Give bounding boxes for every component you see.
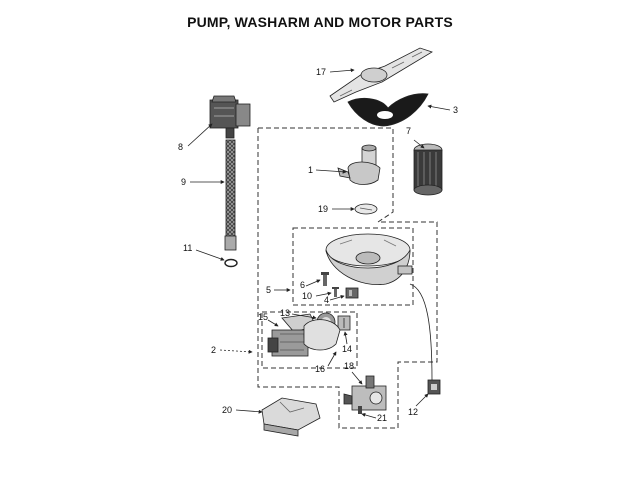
callout-6: 6	[300, 280, 305, 290]
callout-14: 14	[342, 344, 352, 354]
leader-16	[327, 351, 337, 367]
filter-plate-part[interactable]	[347, 93, 429, 127]
diverter-part[interactable]	[337, 315, 351, 331]
sensor-part[interactable]	[345, 287, 359, 299]
leader-12	[415, 393, 429, 407]
callout-8: 8	[178, 142, 183, 152]
callout-9: 9	[181, 177, 186, 187]
motor-part[interactable]	[209, 95, 251, 139]
pump-assembly-outline	[257, 127, 438, 429]
leader-2	[219, 349, 253, 354]
harness-connector-part[interactable]	[409, 283, 441, 395]
leader-11	[195, 249, 225, 261]
screw-part[interactable]	[321, 272, 329, 286]
leader-10	[315, 291, 332, 297]
leader-3	[427, 104, 451, 111]
seal-part[interactable]	[354, 203, 378, 215]
leader-21	[361, 412, 377, 419]
callout-16: 16	[315, 364, 325, 374]
callout-2: 2	[211, 345, 216, 355]
callout-13: 13	[280, 308, 290, 318]
leader-4	[329, 294, 345, 301]
callout-5: 5	[266, 285, 271, 295]
callout-20: 20	[222, 405, 232, 415]
small-screw-part[interactable]	[332, 287, 339, 297]
pump-cover-part[interactable]	[261, 397, 321, 437]
callout-1: 1	[308, 165, 313, 175]
callout-12: 12	[408, 407, 418, 417]
callout-19: 19	[318, 204, 328, 214]
leader-6	[305, 279, 321, 287]
callout-17: 17	[316, 67, 326, 77]
wash-manifold-part[interactable]	[337, 144, 381, 185]
callout-3: 3	[453, 105, 458, 115]
leader-20	[235, 409, 263, 414]
callout-7: 7	[406, 126, 411, 136]
leader-13	[291, 313, 317, 320]
drain-pump-outline	[261, 311, 358, 369]
filter-part[interactable]	[413, 143, 443, 196]
callout-4: 4	[324, 295, 329, 305]
sump-housing-part[interactable]	[325, 233, 413, 286]
leader-14	[343, 331, 348, 345]
leader-15	[267, 319, 279, 327]
callout-21: 21	[377, 413, 387, 423]
leader-18	[351, 371, 363, 385]
spray-arm-part[interactable]	[329, 47, 433, 103]
callout-15: 15	[258, 312, 268, 322]
hose-part[interactable]	[224, 139, 237, 251]
drain-pump-part[interactable]	[343, 375, 387, 414]
sump-assembly-outline	[292, 227, 414, 306]
leader-17	[329, 68, 355, 73]
leader-1	[315, 169, 347, 174]
diagram-title: PUMP, WASHARM AND MOTOR PARTS	[187, 14, 453, 30]
leader-7	[413, 139, 425, 149]
callout-18: 18	[344, 361, 354, 371]
callout-11: 11	[183, 243, 192, 253]
clamp-part[interactable]	[224, 258, 238, 268]
pump-housing-part[interactable]	[303, 319, 341, 351]
leader-8	[187, 123, 213, 147]
callout-10: 10	[302, 291, 312, 301]
